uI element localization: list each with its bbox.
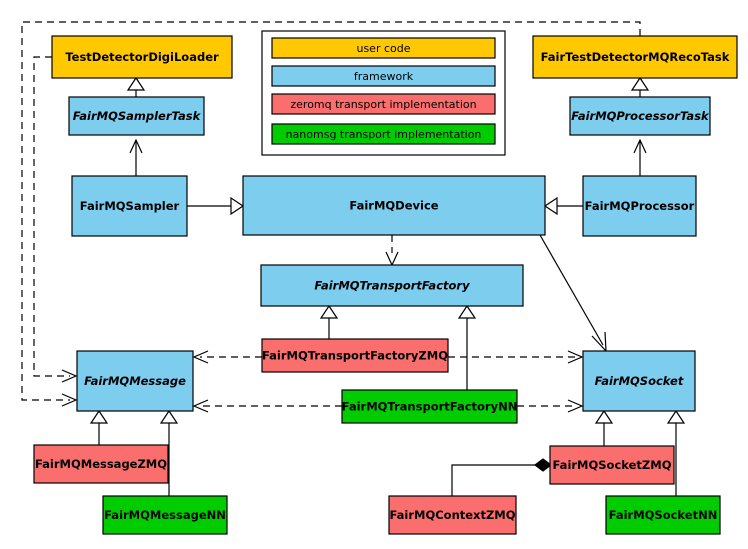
class-box-FairMQSocketZMQ[interactable] (549, 445, 675, 485)
edge-tfzmq-message (192, 350, 262, 364)
class-node-FairMQTransportFactoryNN[interactable]: FairMQTransportFactoryNN (341, 389, 518, 424)
edge-processor-device (543, 196, 583, 216)
class-box-FairMQMessageZMQ[interactable] (33, 444, 169, 484)
edge-processortask-recotask (630, 76, 650, 97)
legend-item-zeromq: zeromq transport implementation (271, 93, 496, 115)
edge-socketnn-socket (666, 409, 686, 496)
edge-tfzmq-tf (319, 304, 339, 339)
class-label-FairMQProcessor: FairMQProcessor (585, 199, 695, 213)
legend-item-user-code: user code (271, 37, 496, 59)
class-box-FairTestDetectorMQRecoTask[interactable] (532, 35, 738, 79)
class-label-FairTestDetectorMQRecoTask: FairTestDetectorMQRecoTask (541, 50, 730, 64)
edge-tfnn-message (192, 399, 342, 413)
class-box-FairMQSocketNN[interactable] (605, 495, 721, 535)
class-node-FairMQTransportFactory[interactable]: FairMQTransportFactory (260, 264, 524, 307)
class-node-FairMQSocket[interactable]: FairMQSocket (582, 350, 696, 412)
class-label-TestDetectorDigiLoader: TestDetectorDigiLoader (65, 50, 219, 64)
class-label-FairMQDevice: FairMQDevice (349, 199, 438, 213)
class-box-FairMQDevice[interactable] (242, 175, 546, 236)
class-node-FairMQProcessorTask[interactable]: FairMQProcessorTask (569, 96, 711, 136)
class-label-FairMQSocket: FairMQSocket (595, 374, 684, 388)
legend-swatch-zeromq (271, 93, 496, 115)
class-box-FairMQProcessorTask[interactable] (569, 96, 711, 136)
legend-label-nanomsg: nanomsg transport implementation (286, 128, 482, 141)
legend-label-user-code: user code (356, 42, 410, 55)
class-box-FairMQTransportFactoryZMQ[interactable] (261, 338, 449, 373)
class-node-FairMQSocketNN[interactable]: FairMQSocketNN (605, 495, 721, 535)
legend-swatch-user-code (271, 37, 496, 59)
class-box-FairMQTransportFactory[interactable] (260, 264, 524, 307)
legend-item-nanomsg: nanomsg transport implementation (271, 123, 496, 145)
edge-device-socket (539, 234, 607, 353)
class-node-FairMQSampler[interactable]: FairMQSampler (71, 175, 188, 237)
class-box-TestDetectorDigiLoader[interactable] (51, 35, 233, 79)
legend-label-framework: framework (354, 70, 414, 83)
legend-swatch-nanomsg (271, 123, 496, 145)
edge-sampler-samplertask (129, 138, 143, 176)
legend-label-zeromq: zeromq transport implementation (290, 98, 476, 111)
edge-processor-processortask (633, 138, 647, 176)
class-label-FairMQSampler: FairMQSampler (80, 199, 180, 213)
edge-digiloader-message (33, 56, 78, 383)
edge-tfzmq-socket (448, 350, 584, 364)
edge-device-transportfactory (385, 235, 399, 267)
class-box-FairMQMessage[interactable] (76, 350, 194, 412)
class-node-FairMQMessageNN[interactable]: FairMQMessageNN (102, 495, 228, 535)
class-label-FairMQContextZMQ: FairMQContextZMQ (389, 508, 515, 522)
edge-contextzmq-socketzmq (451, 458, 552, 496)
legend-item-framework: framework (271, 65, 496, 87)
legend-swatch-framework (271, 65, 496, 87)
node-layer: TestDetectorDigiLoaderFairMQSamplerTaskF… (33, 35, 738, 535)
class-label-FairMQProcessorTask: FairMQProcessorTask (571, 109, 710, 123)
class-node-FairMQMessageZMQ[interactable]: FairMQMessageZMQ (33, 444, 169, 484)
class-box-FairMQProcessor[interactable] (582, 175, 697, 237)
edge-messagenn-message (159, 409, 179, 496)
class-label-FairMQTransportFactory: FairMQTransportFactory (314, 279, 470, 293)
class-node-FairMQDevice[interactable]: FairMQDevice (242, 175, 546, 236)
class-box-FairMQMessageNN[interactable] (102, 495, 228, 535)
class-node-TestDetectorDigiLoader[interactable]: TestDetectorDigiLoader (51, 35, 233, 79)
edge-layer (21, 21, 686, 496)
class-label-FairMQSocketNN: FairMQSocketNN (609, 508, 718, 522)
edge-tfnn-tf (457, 304, 477, 390)
class-label-FairMQTransportFactoryNN: FairMQTransportFactoryNN (342, 400, 518, 414)
class-label-FairMQTransportFactoryZMQ: FairMQTransportFactoryZMQ (262, 349, 448, 363)
class-label-FairMQSocketZMQ: FairMQSocketZMQ (553, 458, 672, 472)
class-box-FairMQSampler[interactable] (71, 175, 188, 237)
class-box-FairMQSocket[interactable] (582, 350, 696, 412)
class-node-FairMQSocketZMQ[interactable]: FairMQSocketZMQ (549, 445, 675, 485)
class-node-FairTestDetectorMQRecoTask[interactable]: FairTestDetectorMQRecoTask (532, 35, 738, 79)
class-node-FairMQContextZMQ[interactable]: FairMQContextZMQ (388, 495, 517, 535)
edge-samplertask-digiloader (126, 76, 146, 97)
class-node-FairMQTransportFactoryZMQ[interactable]: FairMQTransportFactoryZMQ (261, 338, 449, 373)
class-label-FairMQMessageNN: FairMQMessageNN (104, 508, 226, 522)
class-node-FairMQSamplerTask[interactable]: FairMQSamplerTask (68, 96, 205, 136)
edge-tfnn-socket (517, 399, 584, 413)
class-box-FairMQSamplerTask[interactable] (68, 96, 205, 136)
class-label-FairMQMessage: FairMQMessage (84, 374, 186, 388)
legend: user code framework zeromq transport imp… (261, 30, 506, 156)
edge-recotask-message (21, 21, 641, 407)
edge-socketzmq-socket (594, 409, 614, 446)
class-label-FairMQSamplerTask: FairMQSamplerTask (73, 109, 202, 123)
edge-sampler-device (187, 196, 245, 216)
class-box-FairMQTransportFactoryNN[interactable] (341, 389, 518, 424)
class-box-FairMQContextZMQ[interactable] (388, 495, 517, 535)
class-label-FairMQMessageZMQ: FairMQMessageZMQ (35, 457, 167, 471)
edge-messagezmq-message (89, 409, 109, 445)
class-node-FairMQProcessor[interactable]: FairMQProcessor (582, 175, 697, 237)
class-node-FairMQMessage[interactable]: FairMQMessage (76, 350, 194, 412)
